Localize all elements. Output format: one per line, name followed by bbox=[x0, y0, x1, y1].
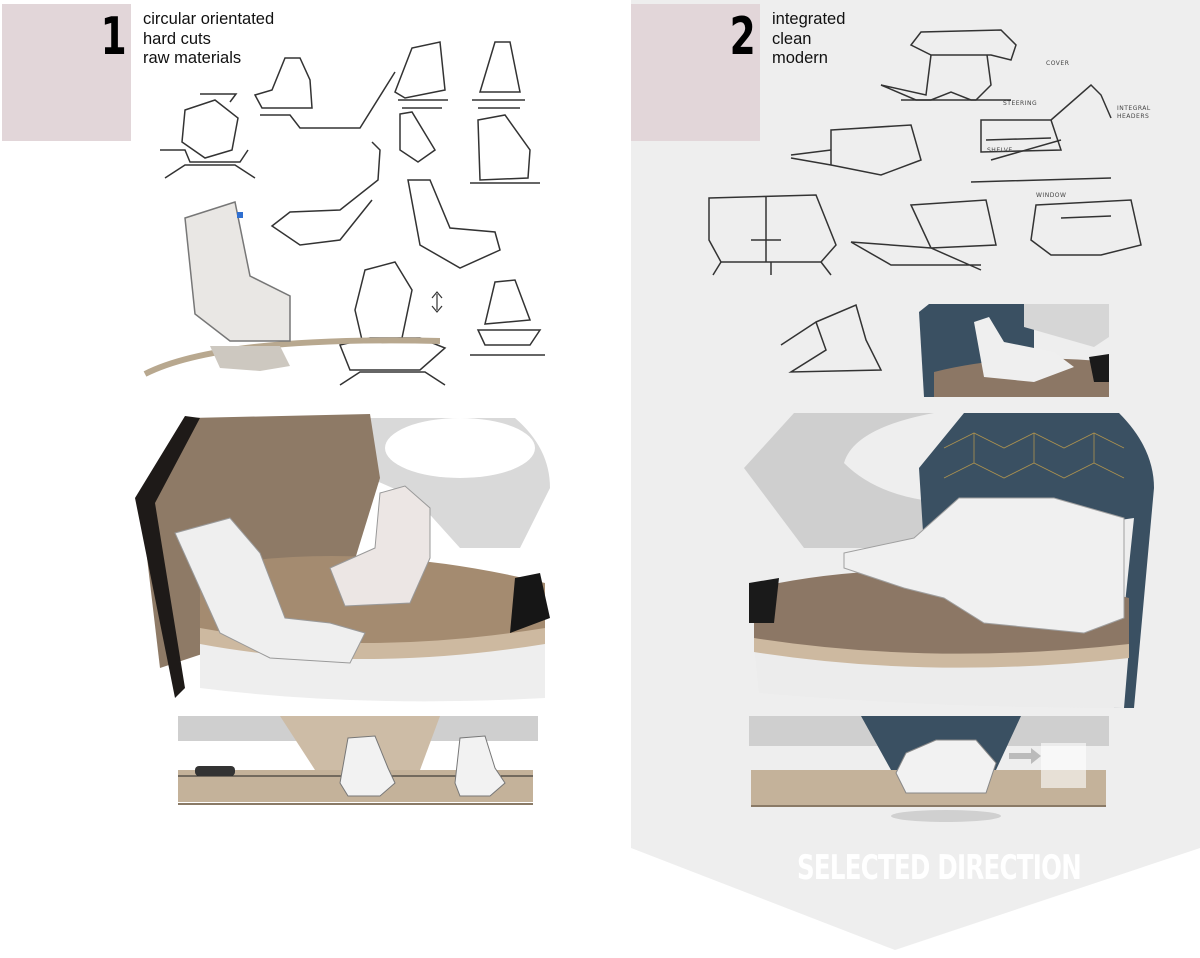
keyword: modern bbox=[772, 49, 828, 67]
sketch-note: SHELVE bbox=[987, 147, 1013, 154]
sketch-note: INTEGRAL HEADERS bbox=[1117, 105, 1151, 120]
sketch-note: WINDOW bbox=[1036, 192, 1067, 199]
concept-panel-1: 1 circular orientated hard cuts raw mate… bbox=[2, 4, 550, 805]
interior-render-small bbox=[919, 304, 1109, 397]
selected-direction-banner: SELECTED DIRECTION bbox=[797, 848, 1082, 888]
rendered-seat bbox=[143, 201, 440, 377]
interior-render-2 bbox=[744, 413, 1154, 708]
keyword: raw materials bbox=[143, 49, 242, 67]
keyword: clean bbox=[772, 29, 812, 48]
keyword: integrated bbox=[772, 10, 846, 28]
concept-keywords: integrated clean modern bbox=[772, 10, 845, 69]
concept-number-box: 1 bbox=[2, 4, 131, 141]
section-view-2 bbox=[749, 716, 1109, 822]
concept-panel-2: 2 integrated clean modern COVER STEERING… bbox=[631, 0, 1200, 958]
panel-2-background-chevron bbox=[631, 0, 1200, 950]
keyword: circular orientated bbox=[143, 10, 275, 28]
concept-keywords: circular orientated hard cuts raw materi… bbox=[143, 10, 274, 69]
concept-number: 1 bbox=[100, 7, 126, 67]
interior-render-1 bbox=[135, 414, 550, 702]
seat-sketches bbox=[160, 41, 545, 386]
sketch-note: STEERING bbox=[1003, 100, 1038, 107]
section-view-1 bbox=[178, 716, 538, 805]
concept-number-box: 2 bbox=[631, 4, 760, 141]
concept-number: 2 bbox=[729, 7, 755, 67]
sketch-note: COVER bbox=[1046, 60, 1070, 67]
keyword: hard cuts bbox=[143, 29, 211, 48]
seat-sketches bbox=[708, 29, 1142, 373]
